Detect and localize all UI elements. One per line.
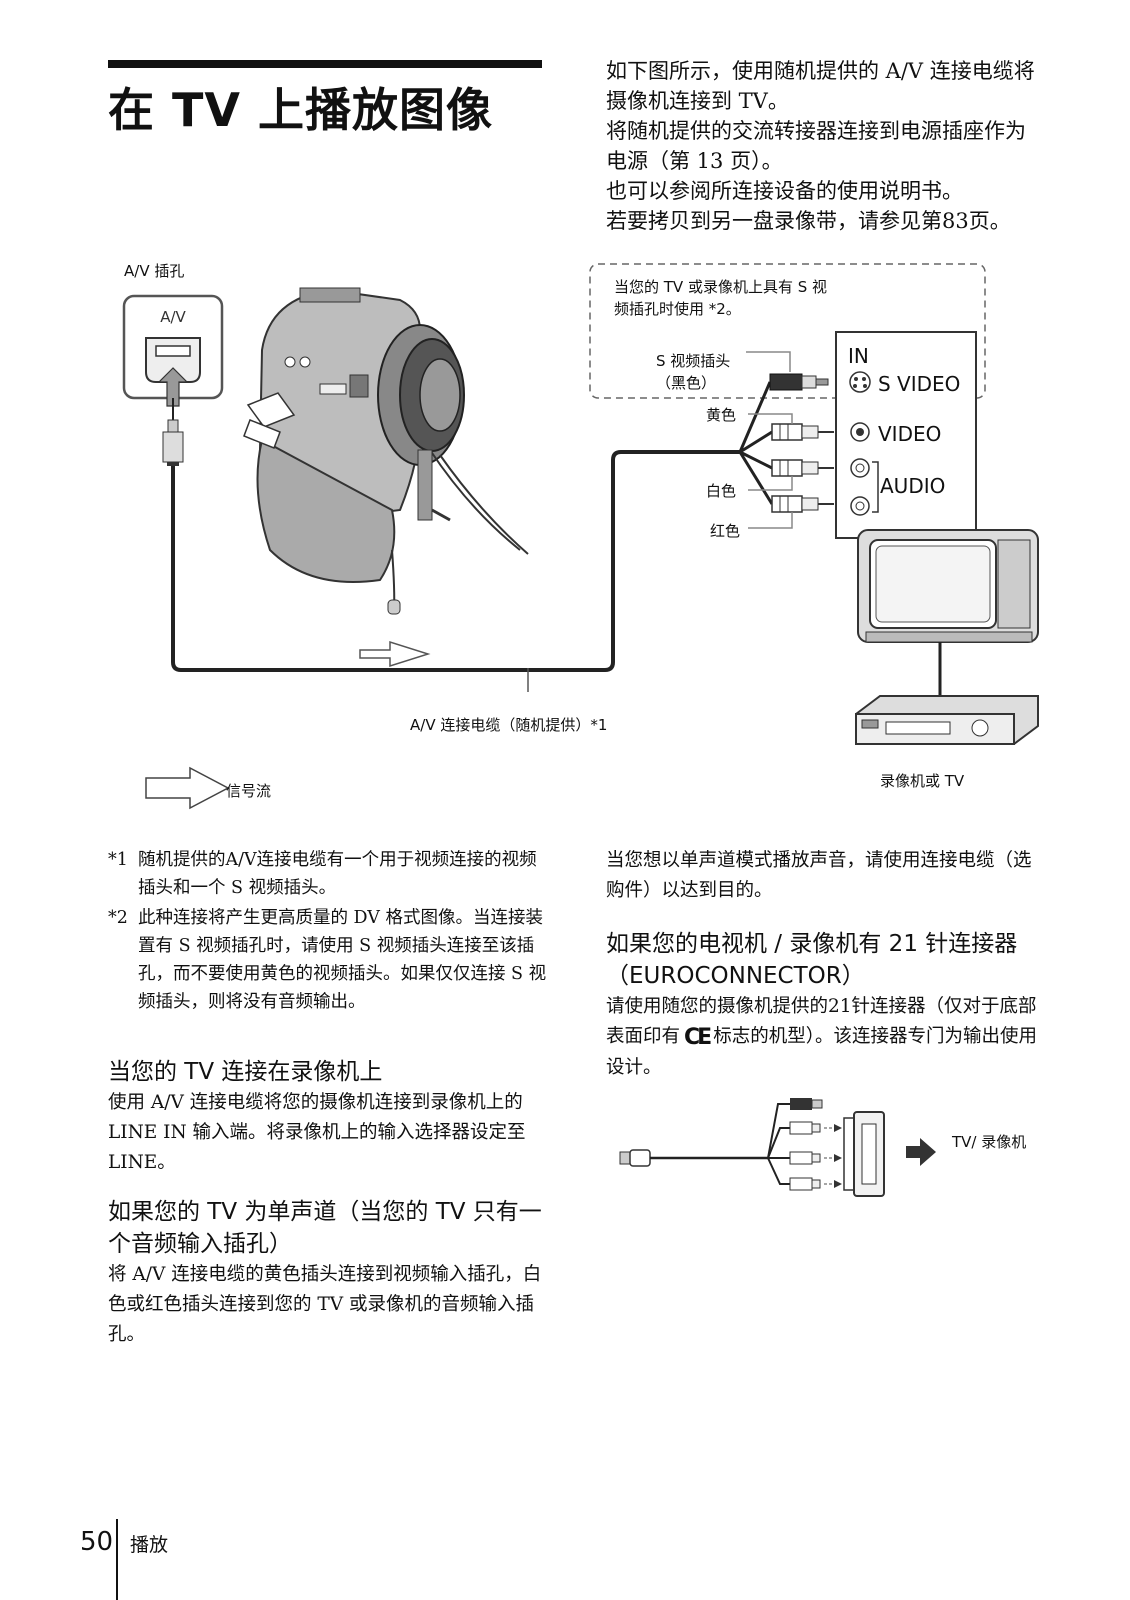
intro-paragraph: 若要拷贝到另一盘录像带，请参见第83页。 xyxy=(606,209,1011,233)
footnotes: *1 随机提供的A/V连接电缆有一个用于视频连接的视频插头和一个 S 视频插头。… xyxy=(108,846,548,1018)
in-label: IN xyxy=(848,344,869,368)
rca-plug-icon xyxy=(789,1151,821,1165)
intro-paragraph: 将随机提供的交流转接器连接到电源插座作为电源（第 13 页）。 xyxy=(606,119,1026,173)
section-heading: 如果您的电视机 / 录像机有 21 针连接器（EUROCONNECTOR） xyxy=(606,931,1018,989)
audio-left-jack-icon xyxy=(850,458,870,478)
section-body: 当您想以单声道模式播放声音，请使用连接电缆（选购件）以达到目的。 xyxy=(606,850,1032,901)
footer-section: 播放 xyxy=(130,1534,169,1556)
euroconnector-diagram xyxy=(619,1098,936,1197)
signal-flow-label: 信号流 xyxy=(226,782,272,800)
euroconnector-icon xyxy=(843,1111,885,1197)
rca-plug-icon xyxy=(789,1177,821,1191)
page-number: 50 xyxy=(80,1527,114,1557)
section-heading: 当您的 TV 连接在录像机上 xyxy=(108,1059,383,1085)
svideo-plug-icon xyxy=(769,373,829,391)
white-label: 白色 xyxy=(706,482,737,500)
arrow-right-icon xyxy=(906,1138,936,1166)
svideo-note-line: 当您的 TV 或录像机上具有 S 视 xyxy=(614,278,828,296)
av-jack-icon-text: A/V xyxy=(160,308,186,326)
audio-right-jack-icon xyxy=(850,496,870,516)
section-mono-cable: 当您想以单声道模式播放声音，请使用连接电缆（选购件）以达到目的。 xyxy=(606,846,1046,906)
footnote-text: 此种连接将产生更高质量的 DV 格式图像。当连接装置有 S 视频插孔时，请使用 … xyxy=(138,908,547,1012)
svideo-label: S VIDEO xyxy=(878,372,961,396)
video-label: VIDEO xyxy=(878,422,942,446)
video-jack-icon xyxy=(850,422,870,442)
svideo-plug-label-line: S 视频插头 xyxy=(656,352,731,370)
signal-flow-legend-icon xyxy=(145,766,230,810)
section-body: 将 A/V 连接电缆的黄色插头连接到视频输入插孔，白色或红色插头连接到您的 TV… xyxy=(108,1264,542,1345)
section-body-text: 标志的机型）。该连接器专门为输出使用设计。 xyxy=(606,1026,1037,1078)
vcr-icon xyxy=(855,695,1039,745)
intro-text: 如下图所示，使用随机提供的 A/V 连接电缆将摄像机连接到 TV。 将随机提供的… xyxy=(606,56,1046,236)
section-body: 使用 A/V 连接电缆将您的摄像机连接到录像机上的 LINE IN 输入端。将录… xyxy=(108,1092,526,1173)
red-plug-icon xyxy=(771,495,834,513)
footnote-mark: *2 xyxy=(108,908,128,928)
footnote: *1 随机提供的A/V连接电缆有一个用于视频连接的视频插头和一个 S 视频插头。 xyxy=(108,846,548,902)
title-rule xyxy=(108,60,542,68)
footnote: *2 此种连接将产生更高质量的 DV 格式图像。当连接装置有 S 视频插孔时，请… xyxy=(108,904,548,1016)
tv-vcr-label: TV/ 录像机 xyxy=(952,1133,1027,1151)
audio-label: AUDIO xyxy=(880,474,946,498)
rca-plug-icon xyxy=(789,1121,821,1135)
svideo-note-line: 频插孔时使用 *2。 xyxy=(614,300,741,318)
white-plug-icon xyxy=(771,459,834,477)
vcr-tv-label: 录像机或 TV xyxy=(880,772,965,790)
svideo-jack-icon xyxy=(849,371,871,393)
svideo-plug-label: S 视频插头 （黑色） xyxy=(656,350,730,394)
section-euro: 如果您的电视机 / 录像机有 21 针连接器（EUROCONNECTOR） 请使… xyxy=(606,928,1046,1083)
section-heading: 如果您的 TV 为单声道（当您的 TV 只有一个音频输入插孔） xyxy=(108,1199,542,1257)
svideo-plug-small-icon xyxy=(790,1098,823,1110)
section-body-text: 请使用随您的摄像机提供的21针连接器（仅对于底部表面印有 xyxy=(606,996,1037,1047)
page-title: 在 TV 上播放图像 xyxy=(108,83,494,137)
av-jack-label: A/V 插孔 xyxy=(124,262,185,280)
svideo-note: 当您的 TV 或录像机上具有 S 视 频插孔时使用 *2。 xyxy=(614,276,827,320)
yellow-plug-icon xyxy=(771,423,834,441)
tv-icon xyxy=(857,529,1039,643)
intro-paragraph: 如下图所示，使用随机提供的 A/V 连接电缆将摄像机连接到 TV。 xyxy=(606,59,1035,113)
section-mono: 如果您的 TV 为单声道（当您的 TV 只有一个音频输入插孔） 将 A/V 连接… xyxy=(108,1196,548,1350)
footer-divider xyxy=(116,1519,118,1600)
svideo-plug-label-line: （黑色） xyxy=(656,374,717,392)
intro-paragraph: 也可以参阅所连接设备的使用说明书。 xyxy=(606,179,963,203)
camcorder-plug-icon xyxy=(619,1149,651,1167)
red-label: 红色 xyxy=(710,522,741,540)
av-plug-icon xyxy=(162,419,184,466)
camcorder-icon xyxy=(243,287,529,615)
av-jack-icon: A/V xyxy=(122,294,224,407)
ce-mark-icon: CE xyxy=(684,1025,712,1050)
footnote-text: 随机提供的A/V连接电缆有一个用于视频连接的视频插头和一个 S 视频插头。 xyxy=(138,850,537,898)
section-vcr: 当您的 TV 连接在录像机上 使用 A/V 连接电缆将您的摄像机连接到录像机上的… xyxy=(108,1056,548,1178)
cable-label: A/V 连接电缆（随机提供）*1 xyxy=(410,716,608,734)
footnote-mark: *1 xyxy=(108,850,128,870)
connection-diagram: A/V xyxy=(122,263,1039,810)
yellow-label: 黄色 xyxy=(706,406,737,424)
signal-arrow-icon xyxy=(359,640,431,668)
